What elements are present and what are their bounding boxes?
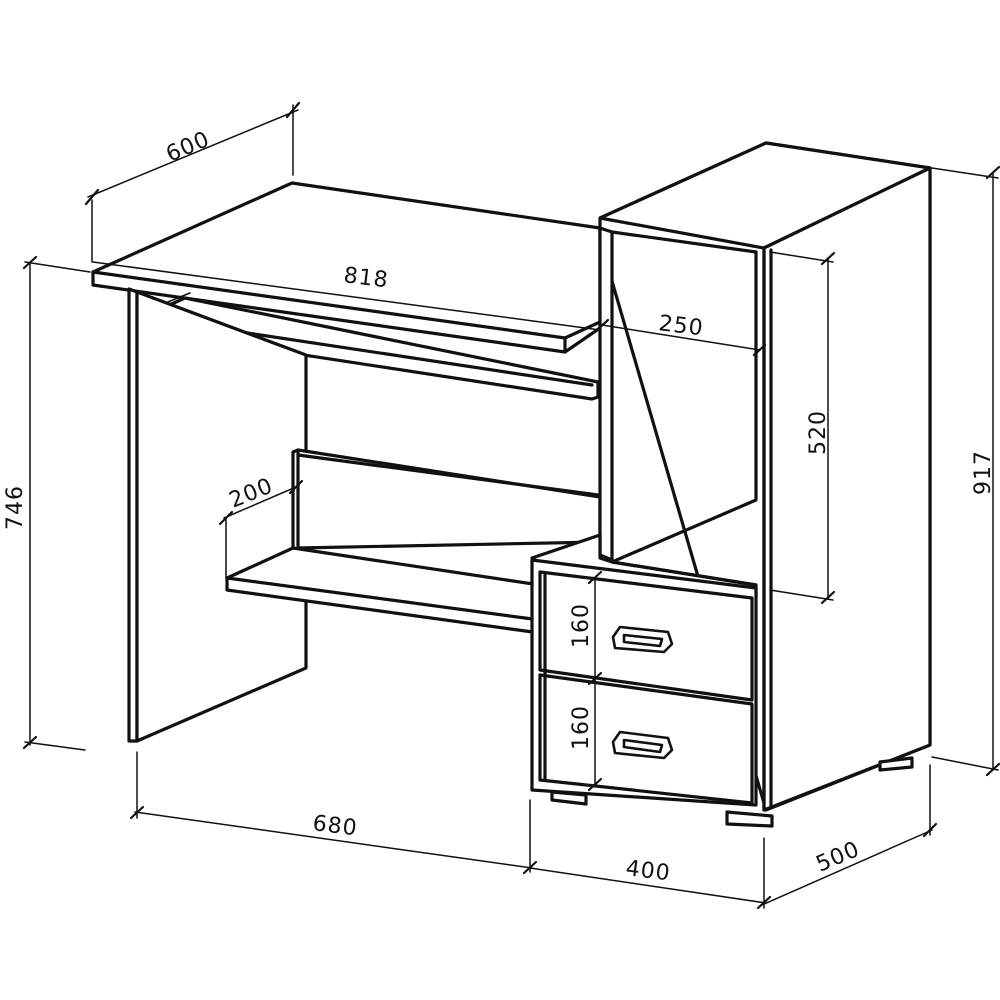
cabinet-underside-line [610,230,758,254]
tall-cabinet [530,141,932,812]
dimension-520: 520 [769,251,836,605]
left-side-panel [127,287,308,743]
lower-drawer-handle [611,730,674,760]
drawer-unit [530,558,758,807]
desk-top-side-edge [563,320,602,340]
desk-top-front-edge [91,270,567,340]
drawer-unit-top-back-edge [610,560,758,587]
dimension-680: 680 [129,751,538,875]
left-panel-inner-face [135,290,308,743]
dim-label-818: 818 [342,263,390,293]
dim-label-250: 250 [657,311,705,341]
cabinet-side-panel [762,166,932,812]
back-panel-face [291,448,602,552]
feet [550,756,914,828]
dim-label-520: 520 [806,410,831,455]
dim-label-746: 746 [3,485,28,530]
dim-label-680: 680 [311,811,359,841]
cabinet-shelf-line [610,498,758,564]
upper-drawer-handle [611,625,674,654]
dimension-250: 250 [595,311,767,357]
dim-label-160-lower: 160 [569,705,594,750]
cabinet-divider-edge [598,226,614,562]
dimension-160-upper: 160 [569,570,603,686]
front-foot-right [725,810,774,828]
dimension-917: 917 [931,165,1000,777]
front-foot-left [550,790,588,806]
dimension-160-lower: 160 [569,679,603,792]
handle-grip-lower [622,738,664,754]
dim-label-917: 917 [971,450,996,495]
dimension-400: 400 [529,837,772,910]
back-panel [291,448,602,552]
dim-label-160-upper: 160 [569,603,594,648]
dimension-818: 818 [92,261,601,331]
lower-shelf-front-edge [225,576,542,622]
dimension-746: 746 [3,255,91,751]
dim-label-600: 600 [163,127,214,168]
handle-grip-upper [622,633,664,648]
back-foot-right [878,756,914,772]
back-panel-top-edge [296,453,600,497]
dim-label-400: 400 [624,856,672,886]
